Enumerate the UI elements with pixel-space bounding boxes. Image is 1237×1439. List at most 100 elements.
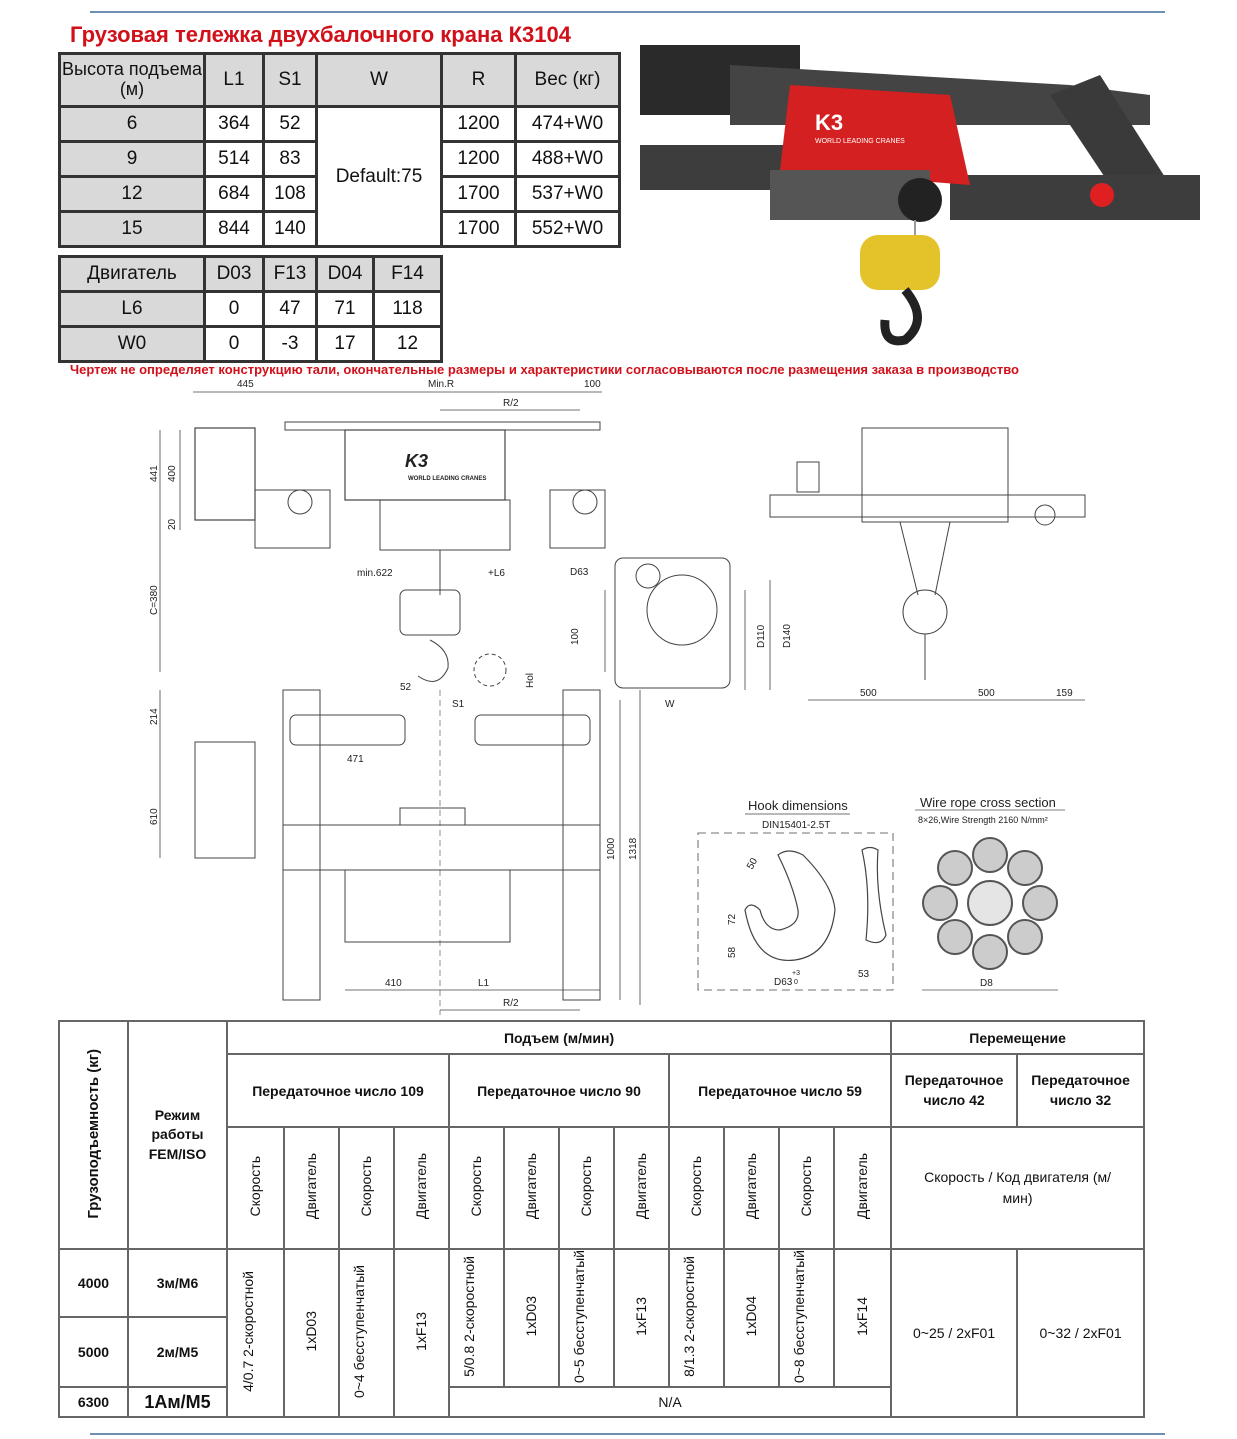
hook-standard: DIN15401-2.5T [762, 820, 830, 831]
hook-tolerance-lower: 0 [794, 979, 798, 986]
plan-view [159, 689, 641, 1015]
cell-r: 1700 [440, 210, 517, 248]
header-ratio-109: Передаточное число 109 [226, 1053, 450, 1128]
cell-w-default: Default:75 [315, 105, 443, 248]
dim-610: 610 [149, 808, 160, 825]
dim-20: 20 [167, 518, 178, 530]
cell-height: 6 [58, 105, 206, 143]
cell-weight: 474+W0 [514, 105, 621, 143]
table-row: L6 0 47 71 118 [58, 290, 443, 328]
bottom-rule [90, 1433, 1165, 1435]
dim-1000: 1000 [606, 837, 617, 860]
cell: 0 [203, 325, 265, 363]
cell-mode: 2м/M5 [127, 1316, 228, 1389]
header-ratio-42: Передаточное число 42 [890, 1053, 1019, 1128]
cell: -3 [262, 325, 318, 363]
hook-dim-72: 72 [727, 913, 738, 925]
header-s1: S1 [262, 52, 318, 108]
cell-capacity: 4000 [58, 1247, 129, 1319]
photo-drum [898, 178, 942, 222]
cell-height: 12 [58, 175, 206, 213]
subheader-motor: Двигатель [523, 1153, 540, 1220]
hook-tolerance-upper: +3 [792, 970, 800, 977]
subheader-motor: Двигатель [743, 1153, 760, 1220]
subheader-speed: Скорость [247, 1156, 264, 1217]
header-motor: Двигатель [58, 255, 206, 293]
dim-1318: 1318 [628, 837, 639, 860]
header-f14: F14 [372, 255, 443, 293]
table-row: 15 844 140 1700 552+W0 [58, 210, 621, 248]
cell-height: 9 [58, 140, 206, 178]
cell-speed: 4/0.7 2-скоростной [239, 1271, 256, 1392]
dim-441: 441 [149, 465, 160, 482]
cell-speed: 8/1.3 2-скоростной [680, 1256, 697, 1377]
table-row: 12 684 108 1700 537+W0 [58, 175, 621, 213]
drawing-logo-tagline: WORLD LEADING CRANES [408, 476, 486, 482]
hook-dim-58: 58 [727, 946, 738, 958]
header-ratio-32: Передаточное число 32 [1016, 1053, 1146, 1128]
cell-motor: 1xF14 [854, 1297, 871, 1336]
dim-471: 471 [347, 754, 364, 765]
hook-dim-53: 53 [858, 969, 870, 980]
cell-s1: 140 [262, 210, 318, 248]
dim-159: 159 [1056, 688, 1073, 699]
header-d03: D03 [203, 255, 265, 293]
cell-speed: 0~4 бесступенчатый [350, 1265, 367, 1399]
cell-s1: 83 [262, 140, 318, 178]
table-row: 6 364 52 Default:75 1200 474+W0 [58, 105, 621, 248]
cell-motor: 1xD03 [303, 1311, 320, 1352]
cell-speed: 5/0.8 2-скоростной [460, 1256, 477, 1377]
row-label: L6 [58, 290, 206, 328]
photo-hoist-housing [780, 85, 970, 185]
subheader-motor: Двигатель [413, 1153, 430, 1220]
rope-title: Wire rope cross section [920, 795, 1056, 810]
hook-title: Hook dimensions [748, 798, 848, 813]
dim-r-half2: R/2 [503, 998, 519, 1009]
dim-100: 100 [584, 379, 601, 390]
dim-400: 400 [167, 465, 178, 482]
subheader-motor: Двигатель [854, 1153, 871, 1220]
table-row: 9 514 83 1200 488+W0 [58, 140, 621, 178]
cell-l1: 514 [203, 140, 265, 178]
dim-d63: D63 [570, 567, 589, 578]
cell-speed: 0~5 бесступенчатый [570, 1250, 587, 1384]
photo-frame [1050, 75, 1170, 185]
dim-min622: min.622 [357, 568, 393, 579]
cell-travel-32: 0~32 / 2xF01 [1016, 1247, 1146, 1419]
subheader-speed: Скорость [798, 1156, 815, 1217]
cell-l1: 844 [203, 210, 265, 248]
hook-dim-d63: D63 [774, 977, 793, 988]
cell-s1: 52 [262, 105, 318, 143]
cell: 17 [315, 325, 375, 363]
dim-d110: D110 [756, 624, 767, 648]
cell-r: 1700 [440, 175, 517, 213]
header-height: Высота подъема (м) [58, 52, 206, 108]
photo-wheel [1090, 183, 1114, 207]
dim-410: 410 [385, 978, 402, 989]
subheader-travel: Скорость / Код двигателя (м/мин) [890, 1126, 1146, 1250]
side-section-view [604, 557, 771, 690]
photo-hook-block [860, 235, 940, 290]
photo-end-carriage-right [950, 175, 1200, 220]
cell-mode: 1Ам/M5 [127, 1386, 228, 1419]
cell-motor: 1xD03 [523, 1296, 540, 1337]
cell: 118 [372, 290, 443, 328]
header-ratio-59: Передаточное число 59 [667, 1053, 893, 1128]
rope-spec: 8×26,Wire Strength 2160 N/mm² [918, 815, 1048, 825]
subheader-speed: Скорость [688, 1156, 705, 1217]
drawing-logo-brand: K3 [405, 451, 428, 471]
cell-capacity: 5000 [58, 1316, 129, 1389]
header-w: W [315, 52, 443, 108]
motor-table: Двигатель D03 F13 D04 F14 L6 0 47 71 118… [58, 255, 443, 363]
cell: 12 [372, 325, 443, 363]
dimensions-table: Высота подъема (м) L1 S1 W R Вес (кг) 6 … [58, 52, 621, 248]
subheader-speed: Скорость [358, 1156, 375, 1217]
cell-not-available: N/A [447, 1386, 893, 1419]
subheader-row: Скорость Двигатель Скорость Двигатель Ск… [59, 1126, 1146, 1250]
cell-weight: 552+W0 [514, 210, 621, 248]
table-row: 5000 2м/M5 [58, 1316, 1144, 1389]
cell-s1: 108 [262, 175, 318, 213]
header-ratio-90: Передаточное число 90 [448, 1053, 670, 1128]
header-l1: L1 [203, 52, 265, 108]
cell-motor: 1xF13 [413, 1312, 430, 1351]
